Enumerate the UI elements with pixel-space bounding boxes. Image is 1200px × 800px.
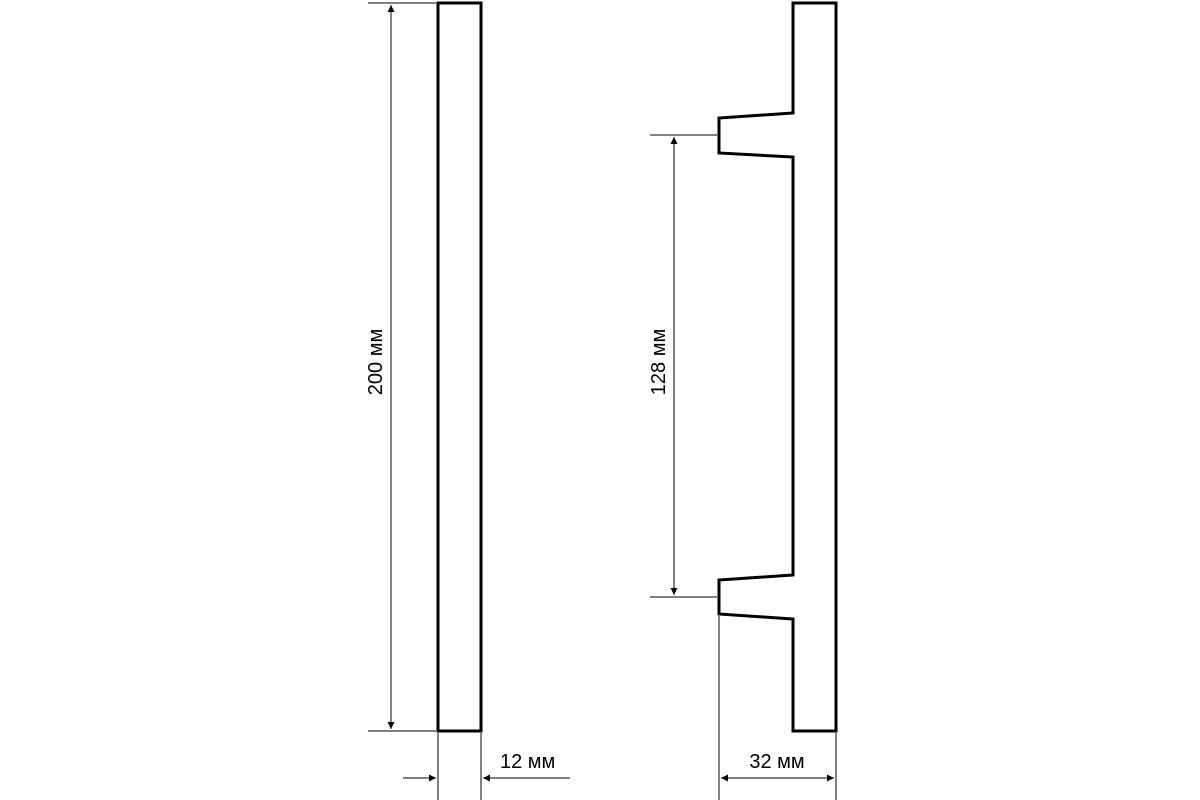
side-view: 128 мм 32 мм — [648, 1, 838, 800]
front-view: 200 мм 12 мм — [365, 1, 570, 800]
bar-diameter-label: 12 мм — [500, 751, 555, 773]
overall-length-label: 200 мм — [365, 329, 387, 395]
hole-spacing-dimension: 128 мм — [648, 134, 717, 598]
hole-spacing-label: 128 мм — [648, 329, 670, 395]
bar-diameter-dimension: 12 мм — [403, 733, 570, 800]
handle-side-outline — [717, 1, 838, 733]
overall-length-dimension: 200 мм — [365, 2, 436, 732]
bar-front-outline — [436, 1, 483, 733]
projection-label: 32 мм — [749, 751, 804, 773]
projection-dimension: 32 мм — [718, 616, 837, 800]
